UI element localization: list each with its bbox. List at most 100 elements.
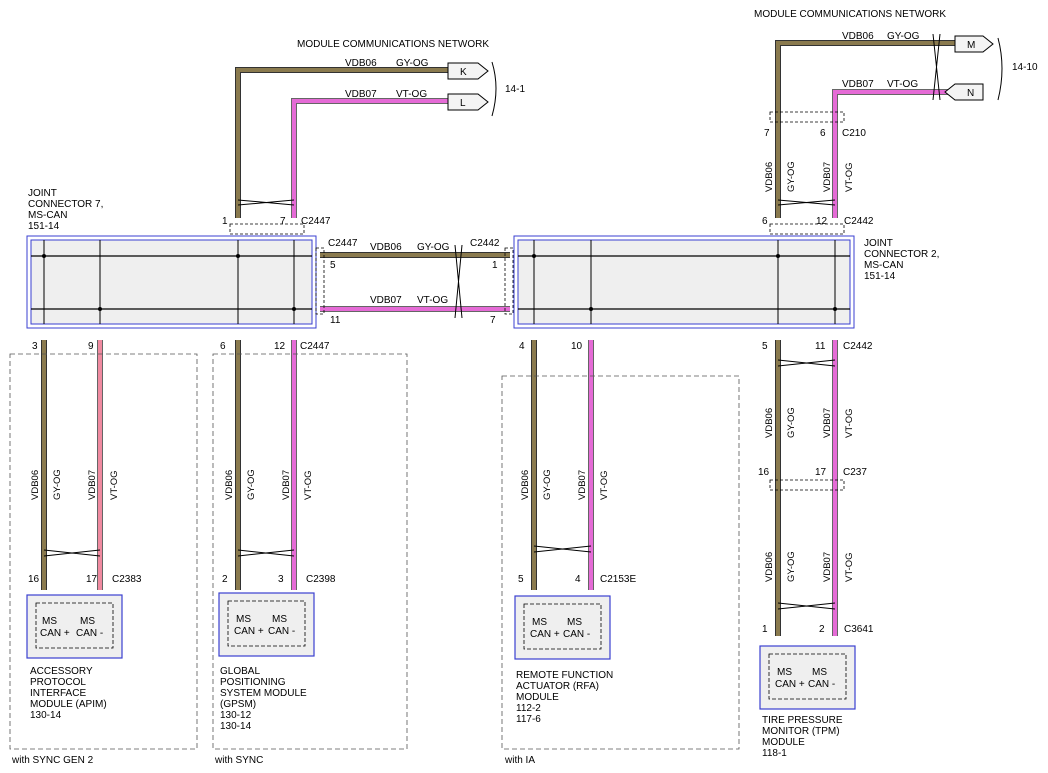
- apim-name-1: ACCESSORY: [30, 666, 93, 677]
- wire-label-gy-og-t1: GY-OG: [786, 407, 797, 438]
- connector-c2442-top: C2442: [844, 216, 874, 227]
- wire-label-vt-og: VT-OG: [396, 89, 427, 100]
- wire-label-gy-og: GY-OG: [396, 58, 429, 69]
- pin-6-gpsm: 6: [220, 341, 226, 352]
- pin-3-apim: 3: [32, 341, 38, 352]
- wire-label-vt-og-mid: VT-OG: [417, 295, 448, 306]
- twist-r1: [777, 199, 836, 206]
- ref-14-10: 14-10: [1012, 62, 1038, 73]
- wire-label-vt-og-t1: VT-OG: [844, 408, 855, 438]
- connector-c2447-top: C2447: [301, 216, 331, 227]
- wire-label-vdb07-t2: VDB07: [822, 552, 833, 582]
- offpage-connector-k[interactable]: K: [447, 62, 489, 80]
- module-rfa-box[interactable]: MS CAN + MS CAN -: [514, 595, 611, 660]
- wire-label-vt-og-r1: VT-OG: [844, 162, 855, 192]
- apim-name-2: PROTOCOL: [30, 677, 86, 688]
- apim-name-4: MODULE (APIM): [30, 699, 107, 710]
- pin-2-tpm: 2: [819, 624, 825, 635]
- rfa-pin-can-plus: CAN +: [530, 629, 560, 640]
- pin-11-c2447: 11: [330, 315, 341, 326]
- twist-rfa: [533, 545, 592, 553]
- offpage-connector-m[interactable]: M: [954, 35, 994, 53]
- tpm-pin-can-plus: CAN +: [775, 679, 805, 690]
- joint2-line2: CONNECTOR 2,: [864, 249, 939, 260]
- module-gpsm-box[interactable]: MS CAN + MS CAN -: [218, 592, 315, 657]
- pin-7-c210: 7: [764, 128, 770, 139]
- wire-label-vdb06-g: VDB06: [224, 470, 235, 500]
- wire-vdb06-top-right: [775, 40, 955, 218]
- twisted-pair-symbol: [237, 199, 295, 206]
- wire-vdb06-top-left: [235, 67, 448, 218]
- wire-label-gy-og-a: GY-OG: [52, 469, 63, 500]
- network-label-left: MODULE COMMUNICATIONS NETWORK: [297, 39, 489, 50]
- tpm-pin-can-minus: CAN -: [808, 679, 835, 690]
- rfa-pin-ms-1: MS: [532, 617, 547, 628]
- joint7-line4: 151-14: [28, 221, 60, 232]
- pin-12-gpsm: 12: [274, 341, 286, 352]
- gpsm-name-1: GLOBAL: [220, 666, 260, 677]
- option-label-rfa: with IA: [504, 755, 535, 766]
- module-gpsm-label: GLOBAL POSITIONING SYSTEM MODULE (GPSM) …: [220, 666, 307, 732]
- wire-label-vt-og-f: VT-OG: [599, 470, 610, 500]
- gpsm-name-6: 130-14: [220, 721, 252, 732]
- joint-connector-7[interactable]: [26, 235, 317, 329]
- apim-pin-can-plus: CAN +: [40, 628, 70, 639]
- offpage-label-n: N: [967, 88, 974, 99]
- connector-c2442-side: C2442: [470, 238, 500, 249]
- offpage-label-l: L: [460, 98, 466, 109]
- offpage-connector-n[interactable]: N: [944, 83, 984, 101]
- pin-11-tpm: 11: [815, 341, 826, 352]
- connector-c2153e: C2153E: [600, 574, 636, 585]
- pin-16-apim: 16: [28, 574, 40, 585]
- apim-name-3: INTERFACE: [30, 688, 86, 699]
- wire-label-vt-og-tr: VT-OG: [887, 79, 918, 90]
- wire-label-vdb07-g: VDB07: [281, 470, 292, 500]
- option-region-apim: [9, 353, 198, 750]
- connector-c210: C210: [842, 128, 866, 139]
- wire-label-vdb07-t1: VDB07: [822, 408, 833, 438]
- offpage-connector-l[interactable]: L: [447, 93, 489, 111]
- pin-4-rfa-module: 4: [575, 574, 581, 585]
- joint7-line1: JOINT: [28, 188, 57, 199]
- rfa-pin-can-minus: CAN -: [563, 629, 590, 640]
- pin-4-rfa: 4: [519, 341, 525, 352]
- module-apim-box[interactable]: MS CAN + MS CAN -: [26, 594, 123, 659]
- joint2-line3: MS-CAN: [864, 260, 903, 271]
- option-label-apim: with SYNC GEN 2: [11, 755, 94, 766]
- twist-gpsm: [237, 549, 295, 557]
- bracket-right: [997, 37, 1003, 101]
- wire-label-vdb07-mid: VDB07: [370, 295, 402, 306]
- module-rfa-label: REMOTE FUNCTION ACTUATOR (RFA) MODULE 11…: [516, 670, 613, 725]
- wire-label-gy-og-t2: GY-OG: [786, 551, 797, 582]
- connector-c3641: C3641: [844, 624, 874, 635]
- pin-16-c237: 16: [758, 467, 770, 478]
- apim-pin-ms-2: MS: [80, 616, 95, 627]
- c210-shield: [769, 111, 845, 123]
- gpsm-pin-ms-2: MS: [272, 614, 287, 625]
- rfa-name-5: 117-6: [516, 714, 541, 725]
- wire-label-gy-og-mid: GY-OG: [417, 242, 450, 253]
- joint7-line2: CONNECTOR 7,: [28, 199, 103, 210]
- rfa-name-2: ACTUATOR (RFA): [516, 681, 599, 692]
- wire-vdb07-top-right: [832, 89, 955, 218]
- wire-label-gy-og-tr: GY-OG: [887, 31, 920, 42]
- joint-connector-2[interactable]: [513, 235, 855, 329]
- wire-label-vdb06-f: VDB06: [520, 470, 531, 500]
- tpm-name-3: MODULE: [762, 737, 805, 748]
- twist-top-right: [932, 33, 941, 101]
- pin-5-tpm: 5: [762, 341, 768, 352]
- rfa-name-1: REMOTE FUNCTION: [516, 670, 613, 681]
- tpm-pin-ms-1: MS: [777, 667, 792, 678]
- rfa-pin-ms-2: MS: [567, 617, 582, 628]
- pin-1-tpm: 1: [762, 624, 768, 635]
- twist-tpm-2: [777, 602, 836, 610]
- connector-c2383: C2383: [112, 574, 142, 585]
- wire-label-vdb07-f: VDB07: [577, 470, 588, 500]
- rfa-name-3: MODULE: [516, 692, 559, 703]
- pin-7: 7: [280, 216, 286, 227]
- c2442-top-shield: [769, 223, 845, 235]
- gpsm-name-5: 130-12: [220, 710, 252, 721]
- apim-name-5: 130-14: [30, 710, 62, 721]
- pin-7-c2442: 7: [490, 315, 496, 326]
- module-tpm-box[interactable]: MS CAN + MS CAN -: [759, 645, 856, 710]
